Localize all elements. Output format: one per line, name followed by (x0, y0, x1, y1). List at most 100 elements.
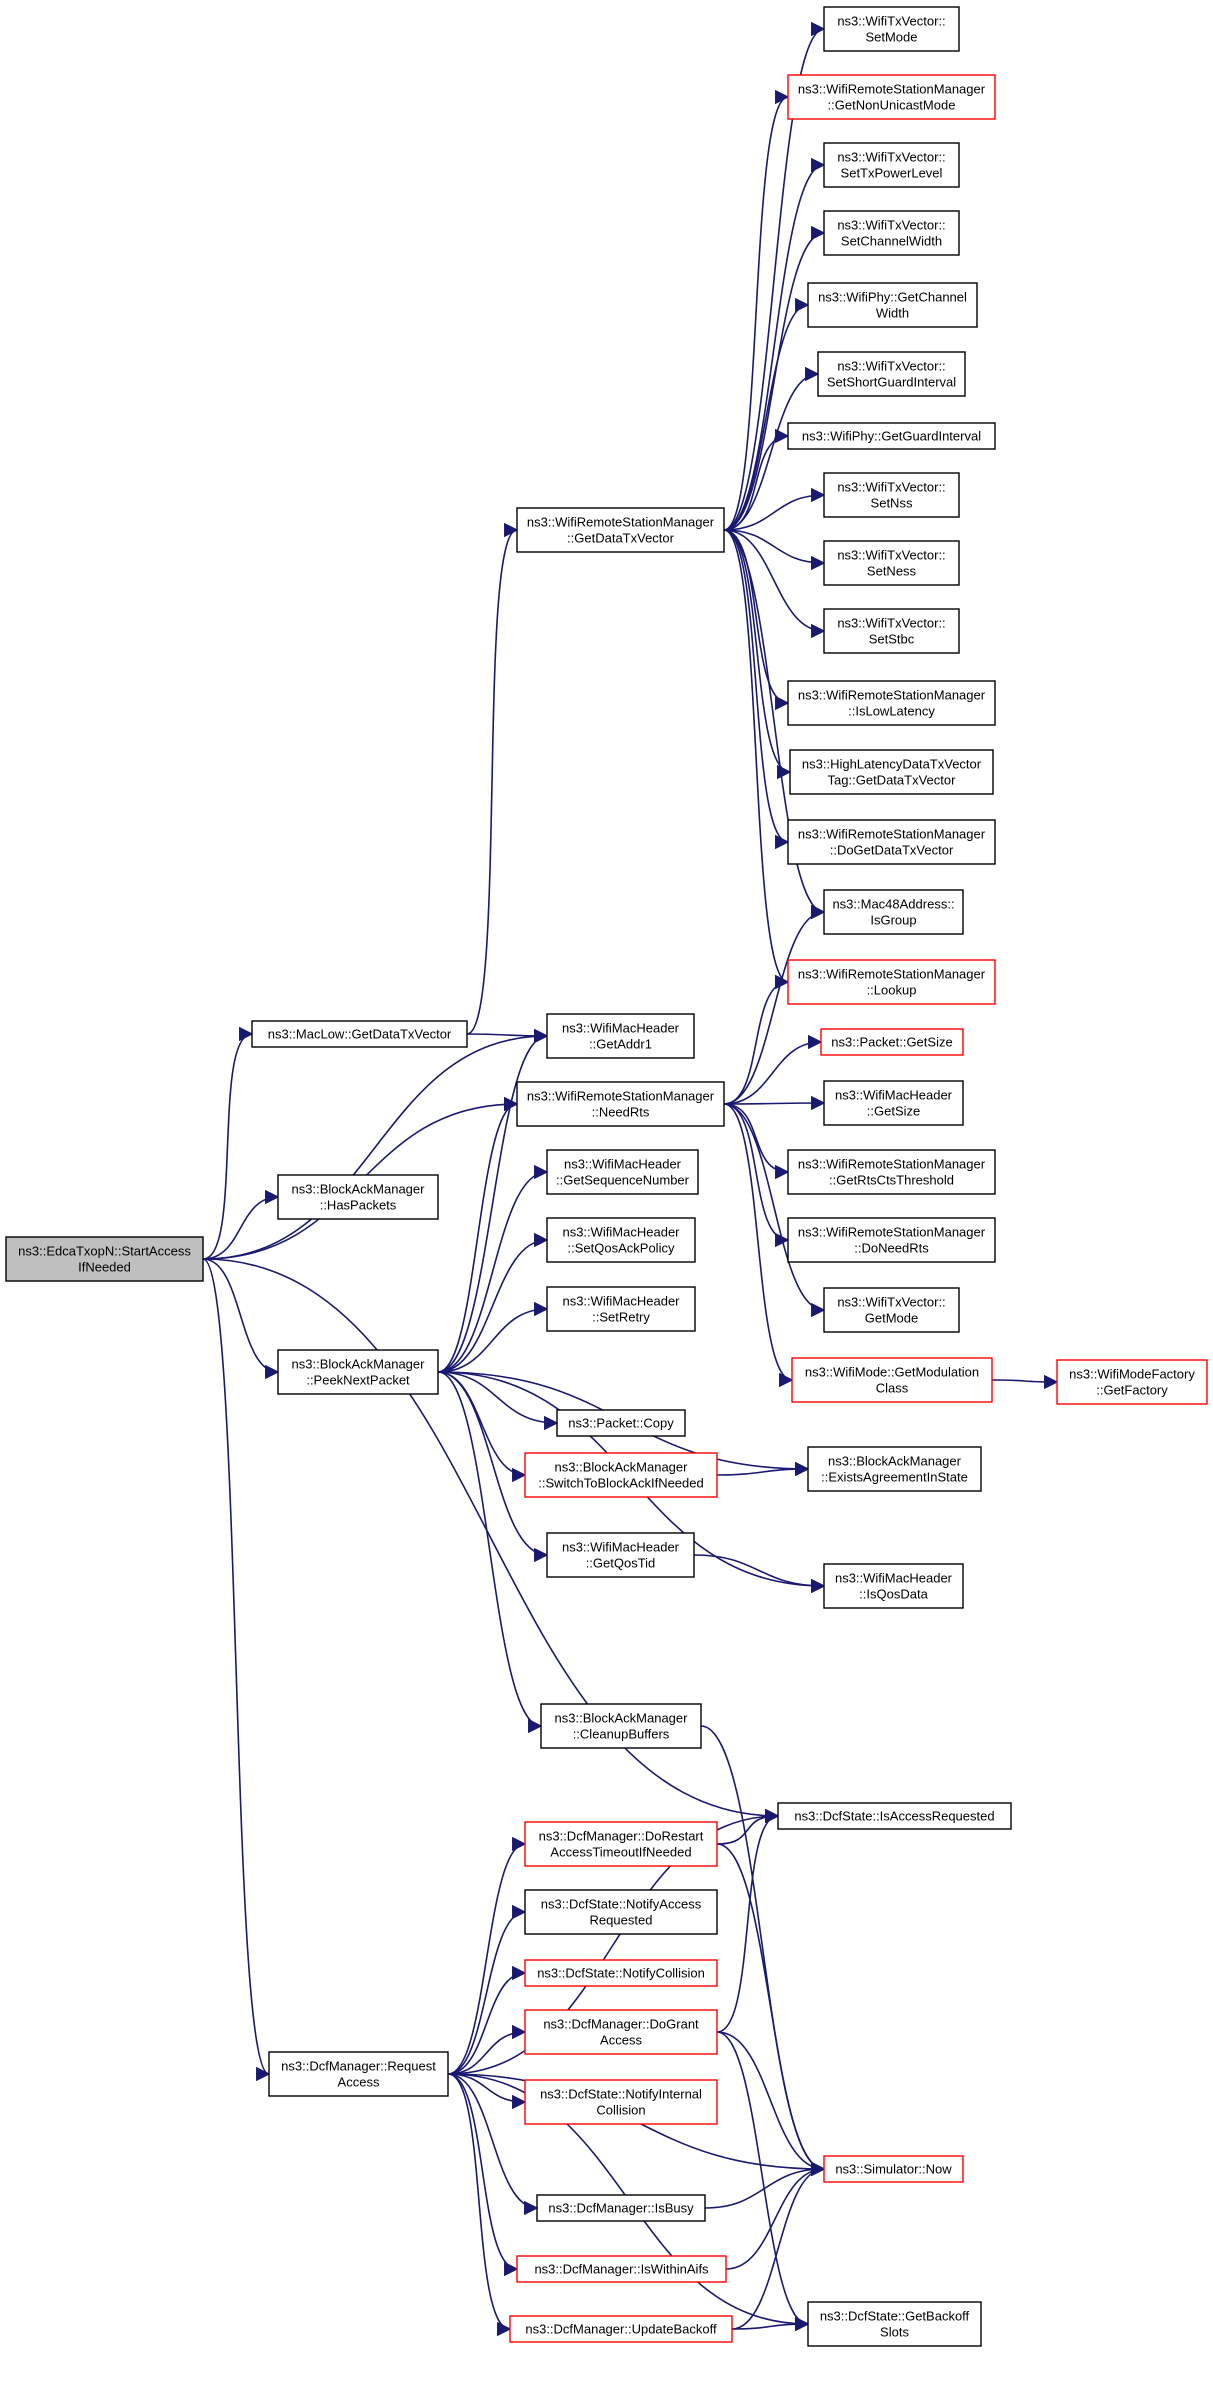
node-box[interactable] (823, 1080, 964, 1126)
node-dcfs-isaccessreq[interactable]: ns3::DcfState::IsAccessRequested (777, 1802, 1012, 1830)
node-wrsm-getnonunicast[interactable]: ns3::WifiRemoteStationManager::GetNonUni… (787, 74, 996, 120)
node-box[interactable] (787, 1217, 996, 1263)
node-box[interactable] (777, 1802, 1012, 1830)
node-box[interactable] (823, 142, 960, 188)
node-box[interactable] (540, 1703, 702, 1749)
node-box[interactable] (823, 472, 960, 518)
node-wmh-isqosdata[interactable]: ns3::WifiMacHeader::IsQosData (823, 1563, 964, 1609)
node-packet-getsize[interactable]: ns3::Packet::GetSize (820, 1028, 964, 1056)
node-wtv-setness[interactable]: ns3::WifiTxVector::SetNess (823, 540, 960, 586)
node-box[interactable] (524, 1889, 718, 1935)
node-box[interactable] (546, 1532, 695, 1578)
node-box[interactable] (5, 1236, 204, 1282)
node-box[interactable] (536, 2194, 706, 2222)
node-wrsm-getrtscts[interactable]: ns3::WifiRemoteStationManager::GetRtsCts… (787, 1149, 996, 1195)
node-wmh-setqosack[interactable]: ns3::WifiMacHeader::SetQosAckPolicy (546, 1217, 696, 1263)
node-box[interactable] (524, 1959, 718, 1987)
node-wrsm-lookup[interactable]: ns3::WifiRemoteStationManager::Lookup (787, 959, 996, 1005)
node-bam-existsagreement[interactable]: ns3::BlockAckManager::ExistsAgreementInS… (807, 1446, 982, 1492)
node-wtv-setchwidth[interactable]: ns3::WifiTxVector::SetChannelWidth (823, 210, 960, 256)
node-box[interactable] (807, 1446, 982, 1492)
node-box[interactable] (823, 889, 964, 935)
node-wtv-setmode[interactable]: ns3::WifiTxVector::SetMode (823, 6, 960, 52)
node-wrsm-needrts[interactable]: ns3::WifiRemoteStationManager::NeedRts (516, 1081, 725, 1127)
node-wmh-getaddr1[interactable]: ns3::WifiMacHeader::GetAddr1 (546, 1013, 695, 1059)
node-box[interactable] (516, 507, 725, 553)
node-box[interactable] (823, 2155, 964, 2183)
node-box[interactable] (823, 540, 960, 586)
node-box[interactable] (524, 2009, 718, 2055)
node-box[interactable] (787, 422, 996, 450)
node-box[interactable] (791, 1357, 993, 1403)
node-maclow-getdatatx[interactable]: ns3::MacLow::GetDataTxVector (251, 1020, 468, 1048)
node-box[interactable] (268, 2051, 449, 2097)
node-wrsm-islowlat[interactable]: ns3::WifiRemoteStationManager::IsLowLate… (787, 680, 996, 726)
node-box[interactable] (823, 210, 960, 256)
node-box[interactable] (820, 1028, 964, 1056)
node-box[interactable] (823, 1563, 964, 1609)
node-wtv-settxpower[interactable]: ns3::WifiTxVector::SetTxPowerLevel (823, 142, 960, 188)
node-wtv-setnss[interactable]: ns3::WifiTxVector::SetNss (823, 472, 960, 518)
node-dcfm-updatebackoff[interactable]: ns3::DcfManager::UpdateBackoff (509, 2315, 733, 2343)
node-bam-haspackets[interactable]: ns3::BlockAckManager::HasPackets (277, 1174, 439, 1220)
node-bam-switch[interactable]: ns3::BlockAckManager::SwitchToBlockAckIf… (524, 1452, 718, 1498)
node-box[interactable] (277, 1174, 439, 1220)
node-box[interactable] (516, 1081, 725, 1127)
node-sim-now[interactable]: ns3::Simulator::Now (823, 2155, 964, 2183)
node-box[interactable] (817, 351, 966, 397)
node-wmh-setretry[interactable]: ns3::WifiMacHeader::SetRetry (546, 1286, 696, 1332)
node-wphy-getgi[interactable]: ns3::WifiPhy::GetGuardInterval (787, 422, 996, 450)
node-box[interactable] (807, 282, 978, 328)
node-box[interactable] (251, 1020, 468, 1048)
node-dcfm-dorestart[interactable]: ns3::DcfManager::DoRestartAccessTimeoutI… (524, 1821, 718, 1867)
node-box[interactable] (1056, 1359, 1208, 1405)
node-box[interactable] (823, 1287, 960, 1333)
node-box[interactable] (787, 1149, 996, 1195)
node-box[interactable] (787, 819, 996, 865)
node-box[interactable] (277, 1349, 439, 1395)
node-box[interactable] (516, 2255, 727, 2283)
node-box[interactable] (556, 1409, 686, 1437)
node-box[interactable] (823, 6, 960, 52)
node-dcfs-notifycoll[interactable]: ns3::DcfState::NotifyCollision (524, 1959, 718, 1987)
node-wmh-getseq[interactable]: ns3::WifiMacHeader::GetSequenceNumber (546, 1149, 699, 1195)
node-wrsm-getdatatx[interactable]: ns3::WifiRemoteStationManager::GetDataTx… (516, 507, 725, 553)
node-hltag-getdatatx[interactable]: ns3::HighLatencyDataTxVectorTag::GetData… (789, 749, 994, 795)
node-dcfm-isbusy[interactable]: ns3::DcfManager::IsBusy (536, 2194, 706, 2222)
node-box[interactable] (787, 74, 996, 120)
node-box[interactable] (524, 2079, 718, 2125)
node-wtv-getmode[interactable]: ns3::WifiTxVector::GetMode (823, 1287, 960, 1333)
node-box[interactable] (546, 1013, 695, 1059)
node-bam-peeknext[interactable]: ns3::BlockAckManager::PeekNextPacket (277, 1349, 439, 1395)
node-box[interactable] (823, 608, 960, 654)
node-box[interactable] (524, 1821, 718, 1867)
node-wmf-getfactory[interactable]: ns3::WifiModeFactory::GetFactory (1056, 1359, 1208, 1405)
node-wtv-setstbc[interactable]: ns3::WifiTxVector::SetStbc (823, 608, 960, 654)
node-wrsm-doneedrts[interactable]: ns3::WifiRemoteStationManager::DoNeedRts (787, 1217, 996, 1263)
node-box[interactable] (546, 1286, 696, 1332)
node-dcfm-iswithin[interactable]: ns3::DcfManager::IsWithinAifs (516, 2255, 727, 2283)
node-box[interactable] (789, 749, 994, 795)
node-box[interactable] (787, 680, 996, 726)
node-box[interactable] (546, 1149, 699, 1195)
node-mac48-isgroup[interactable]: ns3::Mac48Address::IsGroup (823, 889, 964, 935)
node-packet-copy[interactable]: ns3::Packet::Copy (556, 1409, 686, 1437)
node-box[interactable] (509, 2315, 733, 2343)
node-bam-cleanup[interactable]: ns3::BlockAckManager::CleanupBuffers (540, 1703, 702, 1749)
node-wrsm-dogetdatatx[interactable]: ns3::WifiRemoteStationManager::DoGetData… (787, 819, 996, 865)
node-box[interactable] (524, 1452, 718, 1498)
node-wmh-getqostid[interactable]: ns3::WifiMacHeader::GetQosTid (546, 1532, 695, 1578)
node-wmh-getsize[interactable]: ns3::WifiMacHeader::GetSize (823, 1080, 964, 1126)
node-box[interactable] (546, 1217, 696, 1263)
node-wtv-setsgi[interactable]: ns3::WifiTxVector::SetShortGuardInterval (817, 351, 966, 397)
node-box[interactable] (807, 2301, 982, 2347)
node-box[interactable] (787, 959, 996, 1005)
